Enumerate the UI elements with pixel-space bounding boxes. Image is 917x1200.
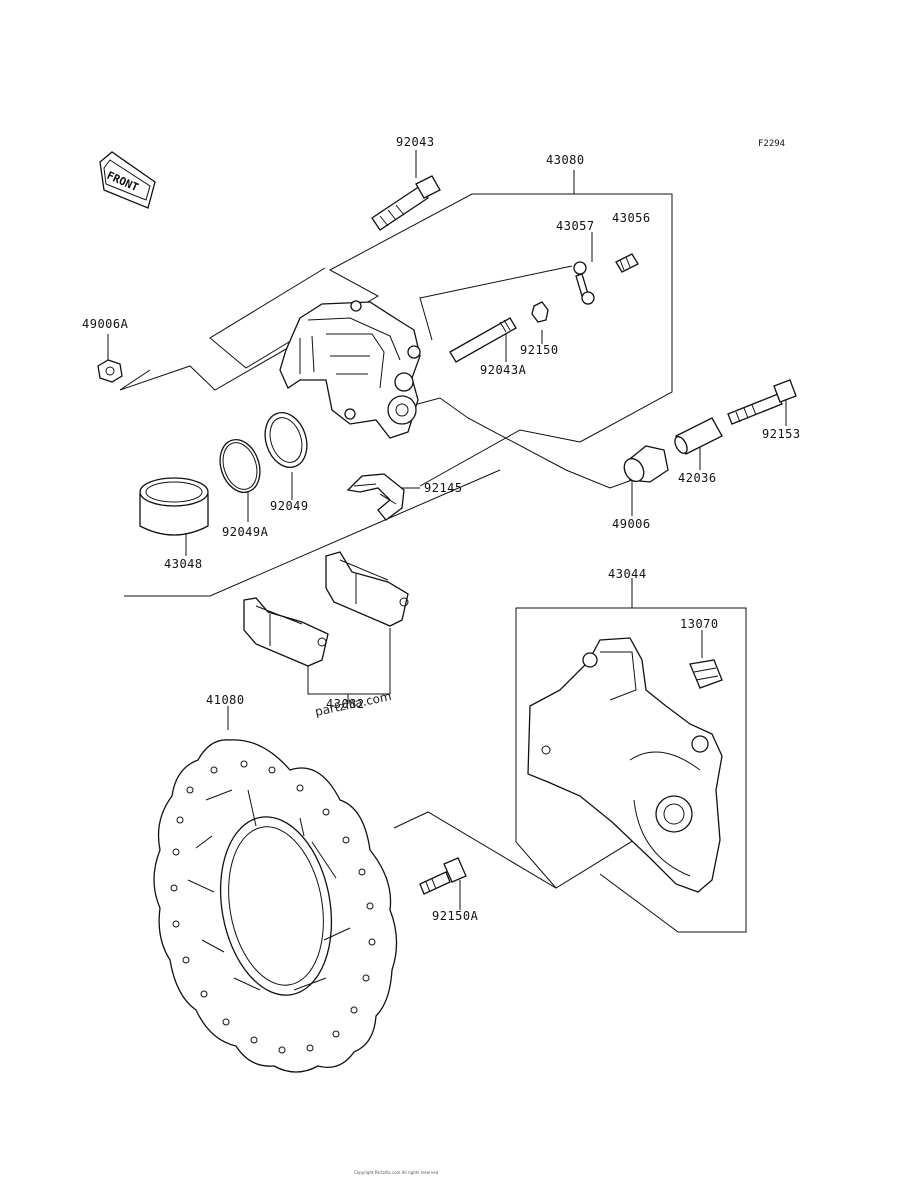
part-labels: 92043 43080 43057 43056 49006A 92150 920… — [82, 135, 801, 923]
copyright-text: Copyright Partzilla.com All rights reser… — [354, 1170, 439, 1175]
label-92153: 92153 — [762, 427, 801, 441]
label-41080: 41080 — [206, 693, 245, 707]
figure-code: F2294 — [758, 139, 785, 149]
label-43082: 43082 — [326, 697, 365, 711]
slide-bolt-set — [623, 379, 797, 483]
piston-43048 — [139, 477, 209, 536]
label-92049A: 92049A — [222, 525, 269, 539]
label-92043: 92043 — [396, 135, 435, 149]
label-92150A: 92150A — [432, 909, 479, 923]
caliper-bracket — [527, 637, 723, 893]
nut-49006A — [97, 359, 123, 383]
label-92145: 92145 — [424, 481, 463, 495]
spring-92145 — [346, 473, 405, 521]
pad-spring-13070 — [689, 659, 723, 689]
front-arrow-icon: FRONT — [99, 151, 156, 209]
label-92049: 92049 — [270, 499, 309, 513]
label-43056: 43056 — [612, 211, 651, 225]
leader-lines — [107, 150, 787, 933]
label-49006A: 49006A — [82, 317, 129, 331]
bolt-92043 — [371, 175, 441, 231]
label-43057: 43057 — [556, 219, 595, 233]
label-43048: 43048 — [164, 557, 203, 571]
label-42036: 42036 — [678, 471, 717, 485]
pin-92043A — [449, 301, 549, 363]
bolt-92150A — [419, 857, 467, 895]
label-13070: 13070 — [680, 617, 719, 631]
label-49006: 49006 — [612, 517, 651, 531]
bleed-parts — [573, 253, 639, 305]
brake-disc — [153, 739, 398, 1073]
label-92043A: 92043A — [480, 363, 527, 377]
label-43080: 43080 — [546, 153, 585, 167]
caliper-body — [279, 300, 421, 439]
label-92150: 92150 — [520, 343, 559, 357]
brake-pads — [243, 551, 409, 667]
label-43044: 43044 — [608, 567, 647, 581]
piston-seals — [219, 412, 308, 493]
